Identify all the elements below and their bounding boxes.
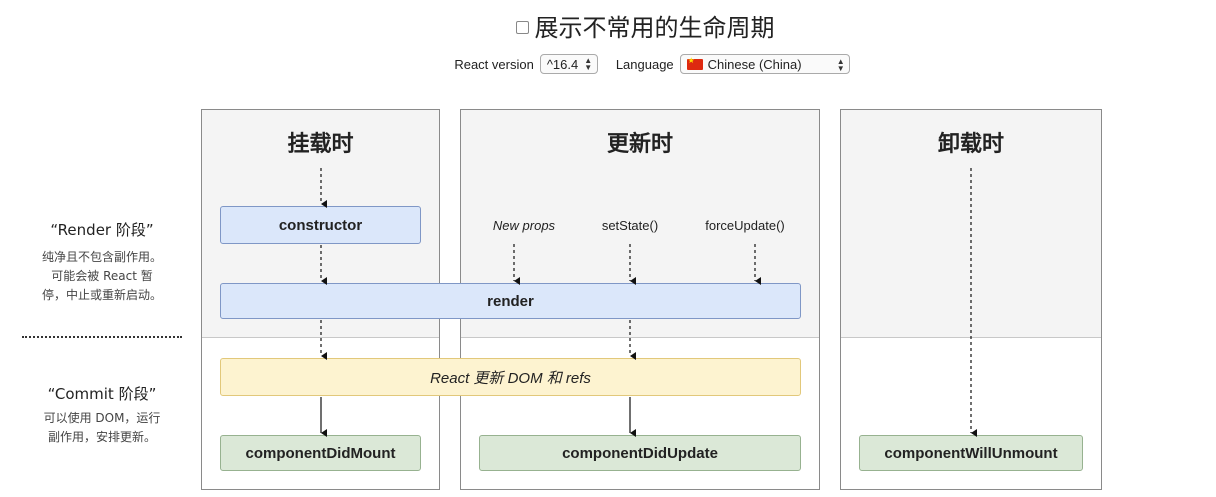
render-stage-description: 纯净且不包含副作用。 可能会被 React 暂 停，中止或重新启动。	[12, 248, 192, 305]
render-desc-line: 可能会被 React 暂	[51, 269, 153, 283]
react-updates-dom-box: React 更新 DOM 和 refs	[220, 358, 801, 396]
select-arrows-icon: ▲▼	[584, 56, 593, 72]
commit-desc-line: 副作用，安排更新。	[47, 430, 156, 444]
language-select[interactable]: Chinese (China) ▲▼	[679, 54, 850, 74]
title-row: 展示不常用的生命周期	[0, 8, 1216, 43]
react-updates-dom-label: React 更新 DOM 和 refs	[430, 369, 591, 387]
react-version-select[interactable]: ^16.4 ▲▼	[539, 54, 598, 74]
select-arrows-icon: ▲▼	[836, 57, 845, 73]
constructor-box: constructor	[220, 206, 421, 244]
unmounting-phase-title: 卸载时	[937, 132, 1004, 157]
new-props-trigger: New props	[492, 218, 556, 233]
controls-row: React version ^16.4 ▲▼ Language Chinese …	[0, 54, 1216, 74]
render-stage-title: “Render 阶段”	[50, 221, 154, 239]
updating-phase-title: 更新时	[606, 132, 673, 157]
set-state-trigger: setState()	[601, 218, 659, 233]
constructor-label: constructor	[278, 216, 363, 234]
show-less-common-checkbox[interactable]	[515, 21, 529, 34]
force-update-trigger: forceUpdate()	[705, 218, 785, 233]
language-value: Chinese (China)	[707, 56, 802, 72]
mounting-phase-title: 挂载时	[287, 132, 354, 157]
language-label: Language	[615, 56, 674, 72]
commit-desc-line: 可以使用 DOM，运行	[43, 411, 161, 425]
commit-stage-title: “Commit 阶段”	[47, 385, 157, 403]
render-desc-line: 停，中止或重新启动。	[41, 288, 162, 302]
component-did-mount-box: componentDidMount	[220, 435, 421, 471]
render-label: render	[487, 292, 534, 310]
component-will-unmount-box: componentWillUnmount	[859, 435, 1083, 471]
component-will-unmount-label: componentWillUnmount	[884, 444, 1058, 462]
component-did-update-box: componentDidUpdate	[479, 435, 801, 471]
react-version-value: ^16.4	[546, 56, 579, 72]
unmounting-phase: 卸载时	[840, 109, 1102, 490]
commit-stage-description: 可以使用 DOM，运行 副作用，安排更新。	[12, 409, 192, 447]
render-box: render	[220, 283, 801, 319]
page-title: 展示不常用的生命周期	[534, 14, 775, 42]
component-did-mount-label: componentDidMount	[245, 444, 396, 462]
react-version-label: React version	[454, 56, 534, 72]
china-flag-icon	[686, 56, 703, 70]
stage-divider	[22, 336, 182, 338]
render-desc-line: 纯净且不包含副作用。	[41, 250, 162, 264]
component-did-update-label: componentDidUpdate	[562, 444, 718, 462]
